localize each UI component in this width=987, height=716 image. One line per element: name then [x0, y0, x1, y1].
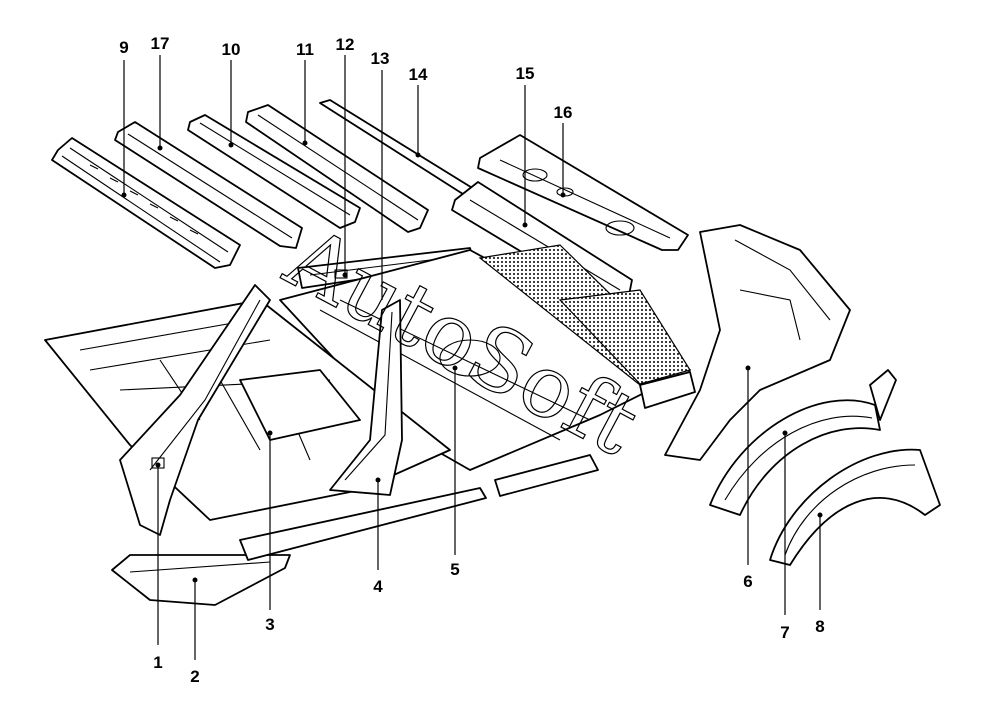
callout-11: 11	[296, 40, 314, 59]
part-17-rail	[114, 121, 303, 249]
callout-12: 12	[336, 35, 355, 54]
part-5-rear-floor	[279, 244, 696, 471]
callout-6: 6	[743, 572, 752, 591]
leader-lines	[121, 55, 823, 660]
part-15-rear-crossmember	[477, 134, 689, 251]
callout-4: 4	[373, 577, 383, 596]
part-2-sill	[111, 554, 291, 606]
callout-17: 17	[151, 34, 170, 53]
part-8-outer-arch	[769, 448, 941, 566]
callout-10: 10	[222, 40, 241, 59]
callout-13: 13	[371, 49, 390, 68]
part-3-front-floor	[44, 299, 451, 521]
callout-1: 1	[153, 653, 162, 672]
callout-7: 7	[780, 623, 789, 642]
part-7-wheel-arch	[709, 369, 897, 516]
callouts: 1 2 3 4 5 6 7 8 9 10 11 12 13 14 15 16 1…	[119, 34, 824, 686]
callout-2: 2	[190, 667, 199, 686]
callout-8: 8	[815, 617, 824, 636]
side-sill	[239, 454, 599, 561]
callout-14: 14	[409, 65, 428, 84]
callout-3: 3	[265, 615, 274, 634]
callout-5: 5	[450, 560, 459, 579]
callout-15: 15	[516, 64, 535, 83]
part-4-b-pillar	[329, 299, 403, 496]
callout-9: 9	[119, 38, 128, 57]
callout-16: 16	[554, 103, 573, 122]
part-9-front-crossmember	[51, 137, 241, 269]
part-6-inner-quarter	[664, 224, 851, 461]
